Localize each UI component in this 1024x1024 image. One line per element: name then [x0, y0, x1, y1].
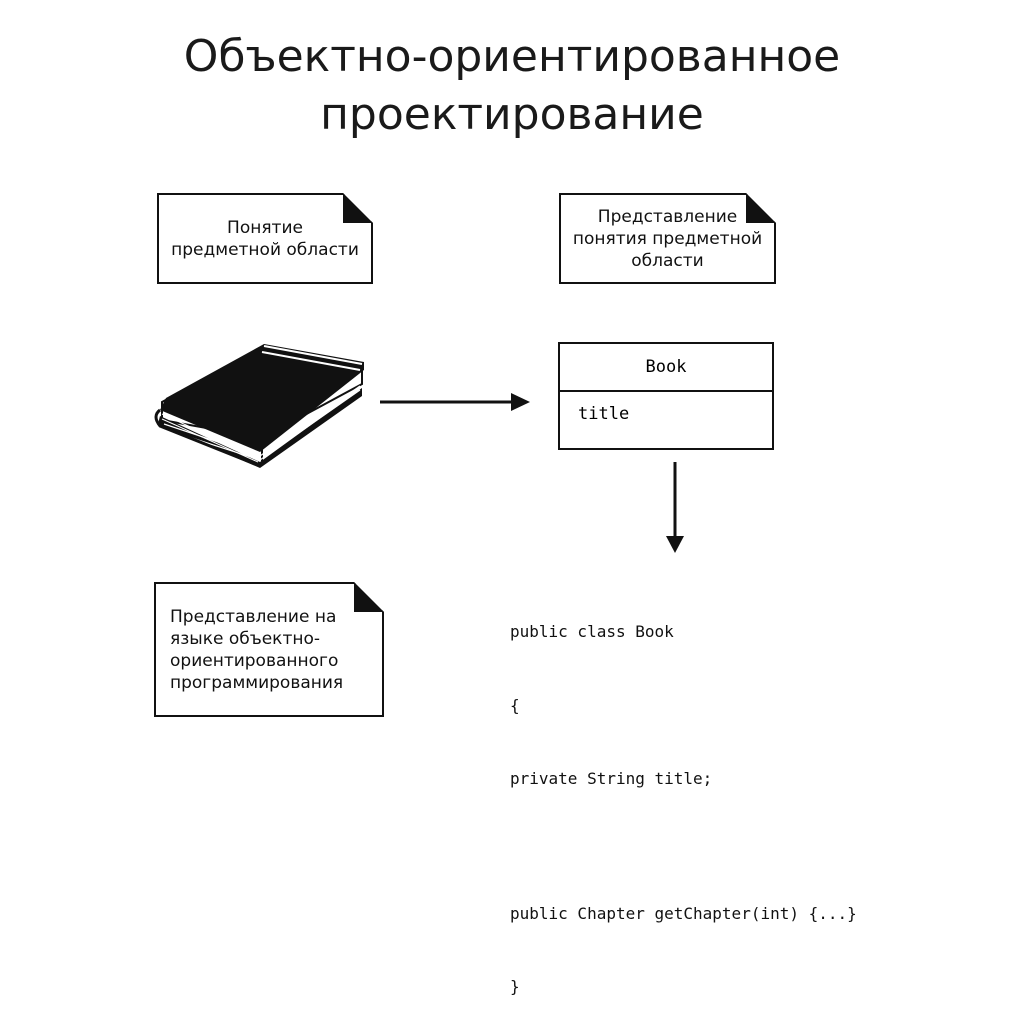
arrow-down [666, 462, 684, 553]
book-icon [154, 344, 364, 468]
code-blank-line [510, 841, 930, 853]
code-line-5: } [510, 977, 520, 996]
uml-class-name: Book [560, 344, 772, 392]
code-line-1: public class Book [510, 622, 674, 641]
note-rep-line-2: понятия предметной [572, 228, 763, 249]
title-line-2: проектирование [320, 89, 704, 140]
note-lang-line-3: ориентированного [170, 650, 339, 671]
code-line-3: private String title; [510, 769, 713, 788]
arrows-layer [380, 393, 684, 553]
note-lang-line-1: Представление на [170, 606, 337, 627]
code-line-4: public Chapter getChapter(int) {...} [510, 903, 857, 923]
arrow-right [380, 393, 530, 411]
folded-corner-icon [746, 193, 776, 223]
uml-class-attribute: title [578, 404, 630, 424]
folded-corner-icon [354, 582, 384, 612]
note-lang-line-2: языке объектно- [170, 628, 320, 649]
note-domain-line-2: предметной области [171, 239, 359, 260]
note-lang-line-4: программирования [170, 672, 344, 693]
note-language-representation: Представление на языке объектно- ориенти… [154, 582, 384, 717]
title-line-1: Объектно-ориентированное [183, 31, 841, 82]
folded-corner-icon [343, 193, 373, 223]
note-domain-concept: Понятие предметной области [157, 193, 373, 284]
page-title: Объектно-ориентированное проектирование [0, 28, 1024, 144]
code-line-2: { [510, 695, 520, 715]
note-rep-line-1: Представление [597, 206, 738, 227]
note-rep-line-3: области [631, 250, 704, 271]
uml-class-box: Book title [558, 342, 774, 450]
note-concept-representation: Представление понятия предметной области [559, 193, 776, 284]
note-domain-line-1: Понятие [227, 217, 303, 238]
code-listing: public class Book { private String title… [510, 571, 930, 1024]
